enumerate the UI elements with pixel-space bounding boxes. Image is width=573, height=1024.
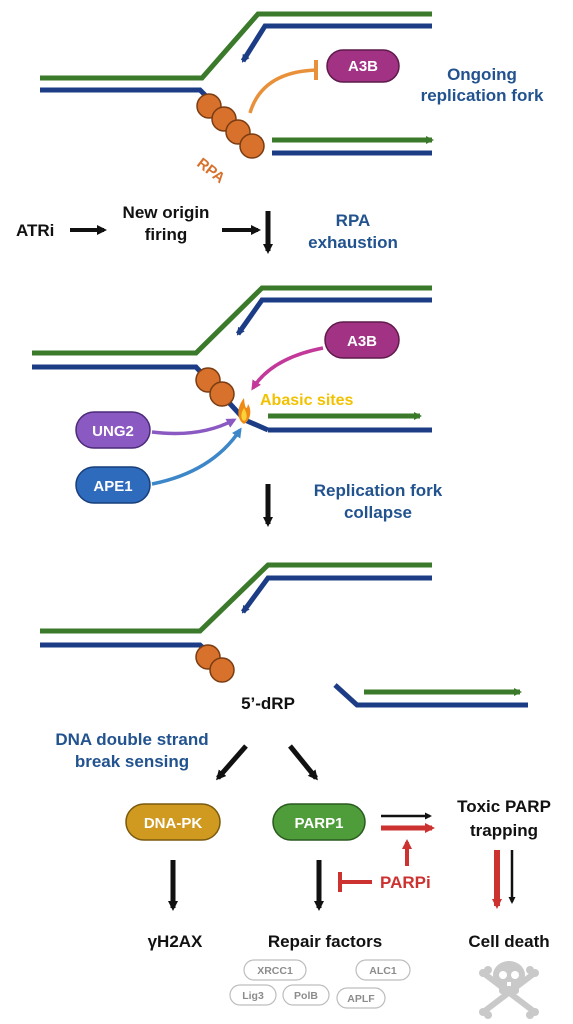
ongoing-fork-caption-2: replication fork [421,86,544,105]
polb-label: PolB [294,990,318,1002]
atri-label: ATRi [16,221,54,240]
ape1-arrow [151,427,242,486]
dnapk-label: DNA-PK [144,815,202,832]
lig3-label: Lig3 [242,990,264,1002]
dnapk-pill [125,803,221,841]
lagging-strand-navy-3 [240,575,432,614]
new-origin-label-2: firing [145,225,188,244]
toxic-trapping-2: trapping [470,821,538,840]
xrcc1-pill [243,959,307,981]
ape1-pill [75,466,151,504]
leading-strand-green-2 [32,285,432,356]
alc1-pill [355,959,411,981]
polb-pill [282,984,330,1006]
parpi-label: PARPi [380,873,431,892]
a3b-label-1: A3B [348,58,378,75]
broken-end-navy [333,683,528,708]
xrcc1-label: XRCC1 [257,965,293,977]
repair-factors-label: Repair factors [268,932,382,951]
ape1-label: APE1 [93,478,132,495]
a3b-arrow [251,346,324,391]
lagging-strand-navy-2 [235,297,432,336]
ongoing-fork-caption-1: Ongoing [447,65,517,84]
aplf-label: APLF [347,993,375,1005]
a3b-pill-2 [324,321,400,359]
drp-label: 5’-dRP [241,694,295,713]
skull-crossbones-icon [479,961,539,1019]
arrow-to-dnapk [216,744,248,781]
cell-death-label: Cell death [468,932,549,951]
gh2ax-label: γH2AX [148,932,203,951]
lig3-pill [229,984,277,1006]
dsb-sensing-1: DNA double strand [55,730,208,749]
ung2-label: UNG2 [92,423,134,440]
inhibition-arc [248,68,317,114]
arrow-to-parp1 [288,744,318,781]
parp1-pill [272,803,366,841]
rpa-beads [196,93,265,159]
leading-strand-green [40,11,432,81]
aplf-pill [336,987,386,1009]
flame-icon [238,398,251,424]
new-origin-label-1: New origin [123,203,210,222]
rpa-beads-2 [195,367,235,407]
fork-collapse-2: collapse [344,503,412,522]
ung2-arrow [151,418,237,436]
bottom-outcomes: DNA-PK PARP1 Toxic PARP trapping PARPi γ… [125,797,551,1019]
ung2-pill [75,411,151,449]
toxic-trapping-1: Toxic PARP [457,797,551,816]
a3b-pill-1 [326,49,400,83]
rpa-exhaustion-1: RPA [336,211,371,230]
rpa-label: RPA [194,155,229,187]
lagging-strand-navy [240,23,432,63]
leading-strand-green-3 [40,562,432,634]
alc1-label: ALC1 [369,965,397,977]
abasic-sites-label: Abasic sites [260,392,353,409]
a3b-label-2: A3B [347,333,377,350]
dsb-sensing-2: break sensing [75,752,189,771]
fork-collapse-1: Replication fork [314,481,443,500]
panel-ongoing-fork: RPA A3B Ongoing replication fork [40,11,544,187]
panel-collapsed-fork: 5’-dRP DNA double strand break sensing [40,562,528,781]
parp1-label: PARP1 [295,815,344,832]
rpa-exhaustion-2: exhaustion [308,233,398,252]
atri-step: ATRi New origin firing RPA exhaustion [16,203,398,254]
panel-rpa-exhausted: Abasic sites A3B UNG2 APE1 Replication f… [32,285,443,527]
rpa-beads-3 [195,644,235,683]
